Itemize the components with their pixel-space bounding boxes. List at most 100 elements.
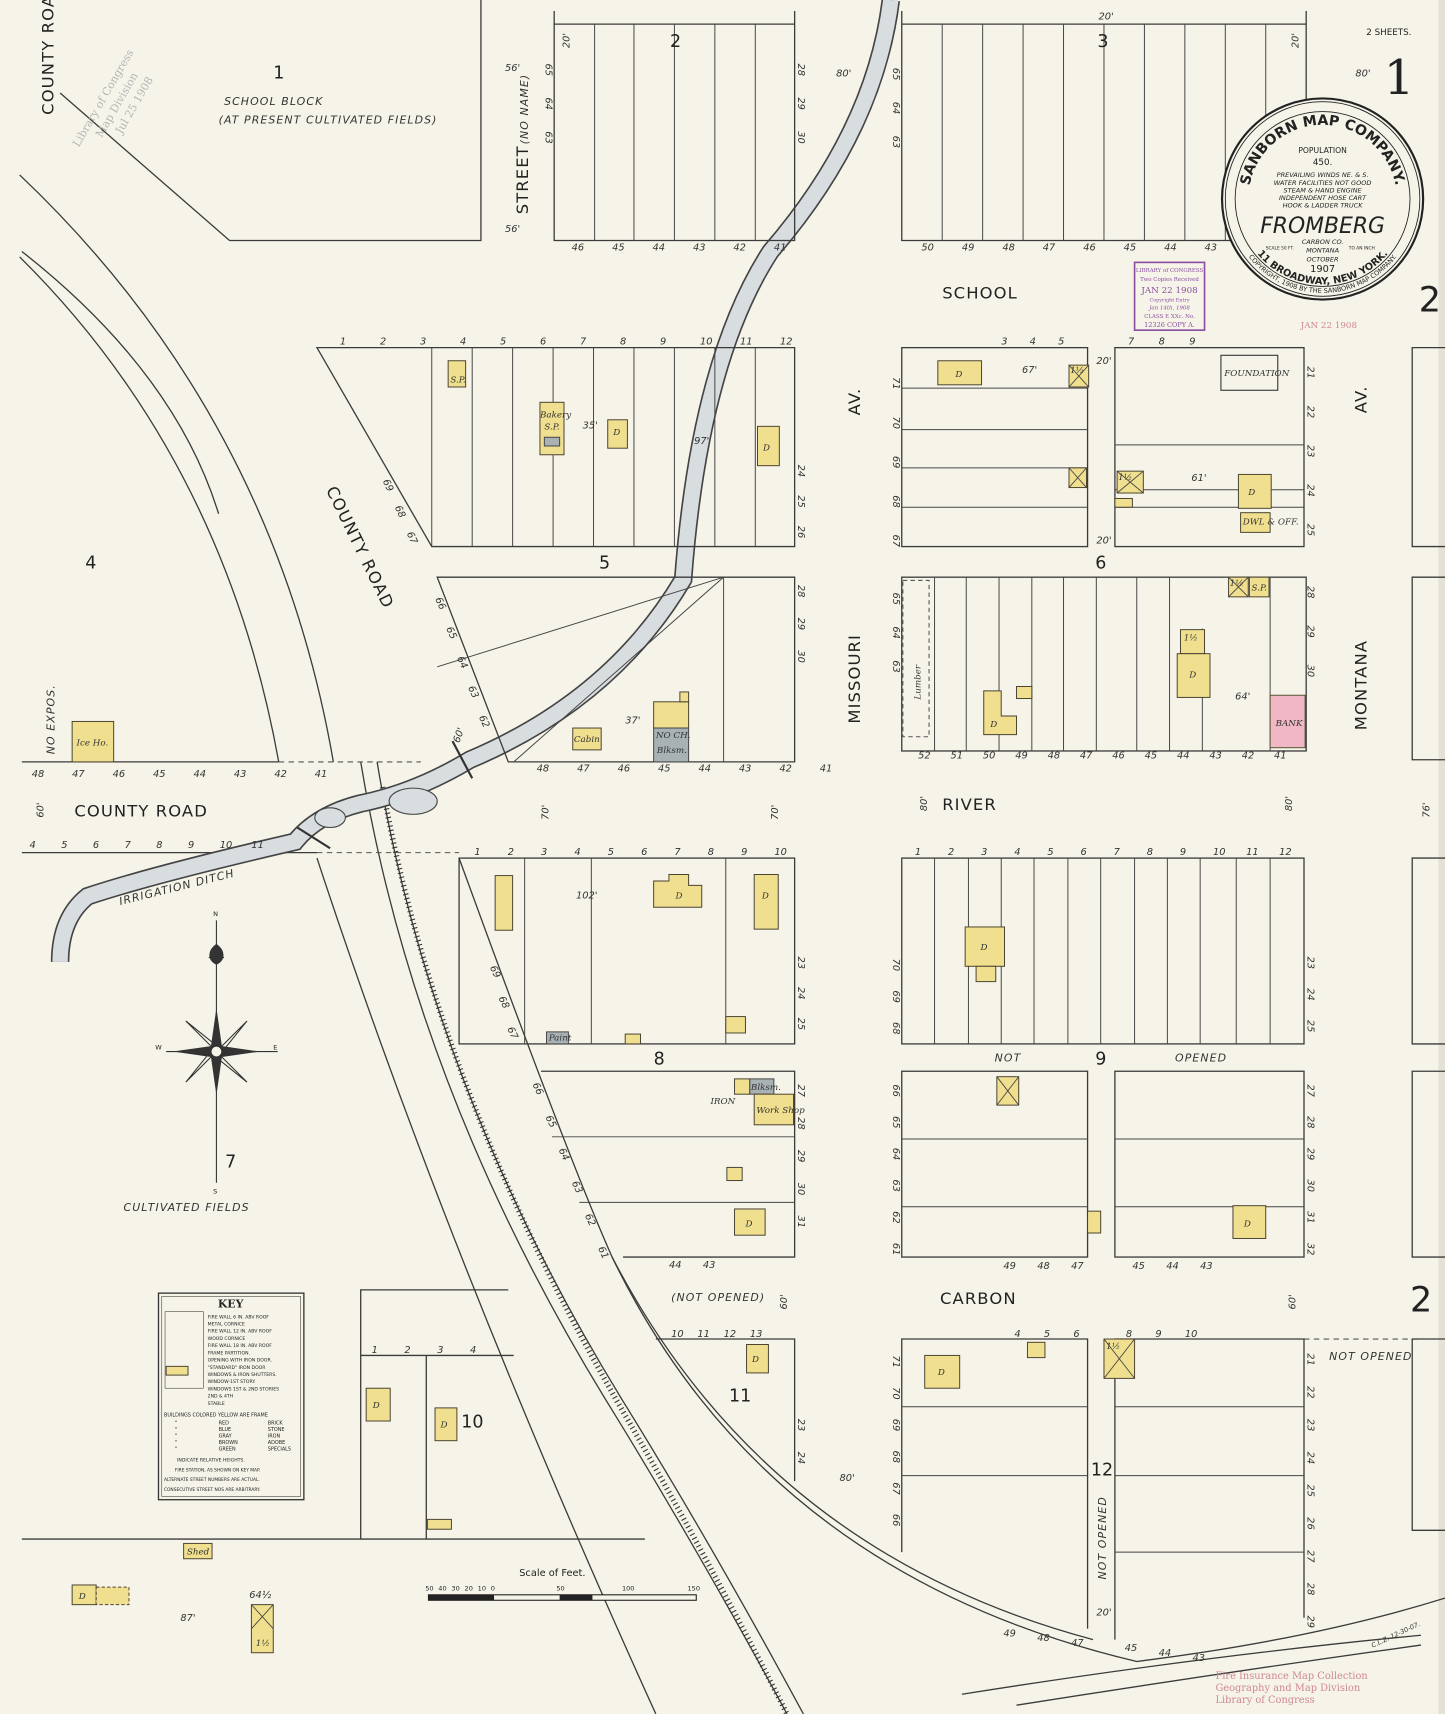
building-dwelling[interactable]: D bbox=[434, 1407, 458, 1442]
lot-number: 46 bbox=[1112, 751, 1125, 762]
lot-number: 69 bbox=[380, 478, 395, 494]
svg-text:Cabin: Cabin bbox=[574, 735, 600, 745]
building-dwelling[interactable]: D bbox=[756, 425, 780, 467]
building-x[interactable]: 1½ bbox=[250, 1604, 274, 1654]
building-foundation[interactable]: FOUNDATION bbox=[1220, 354, 1290, 391]
building-dwelling[interactable]: D bbox=[937, 360, 983, 386]
not-opened-label: (NOT OPENED) bbox=[671, 1291, 765, 1304]
lot-number: 4 bbox=[1014, 1329, 1020, 1340]
building-shed[interactable]: Shed bbox=[183, 1542, 213, 1560]
block-number: 2 bbox=[670, 32, 681, 52]
building-dwelling[interactable]: D bbox=[746, 1344, 769, 1374]
building-shed[interactable] bbox=[1087, 1210, 1102, 1234]
lot-number: 48 bbox=[1002, 242, 1015, 253]
lot-number: 32 bbox=[1304, 1243, 1315, 1256]
building-shed[interactable] bbox=[726, 1166, 743, 1182]
block-number: 8 bbox=[654, 1050, 665, 1070]
lot-number: 11 bbox=[251, 840, 264, 851]
building-dwelling[interactable]: D bbox=[983, 685, 1033, 736]
building-dwelling[interactable]: D bbox=[1232, 1205, 1267, 1239]
svg-text:Two Copies Received: Two Copies Received bbox=[1140, 277, 1199, 283]
building-x[interactable]: 1½ bbox=[1103, 1338, 1136, 1379]
svg-text:MONTANA: MONTANA bbox=[1306, 247, 1339, 255]
svg-text:D: D bbox=[1188, 671, 1196, 681]
building-x[interactable]: 1½ bbox=[1068, 364, 1090, 388]
building-blacksmith[interactable]: NO CH.Blksm. bbox=[653, 691, 691, 763]
lot-number: 43 bbox=[739, 764, 752, 775]
lot-number: 41 bbox=[1274, 751, 1287, 762]
adjoining-sheet-ref[interactable]: 2 bbox=[1419, 281, 1441, 321]
lot-number: 62 bbox=[476, 714, 491, 730]
svg-text:OCTOBER: OCTOBER bbox=[1307, 255, 1339, 263]
lot-number: 28 bbox=[795, 63, 806, 76]
key-line: FIRE WALL 6 IN. ABV ROOF bbox=[208, 1314, 270, 1320]
building-dwelling[interactable]: D bbox=[365, 1387, 391, 1422]
svg-text:D: D bbox=[762, 443, 770, 453]
building-dwelling[interactable]: D bbox=[71, 1584, 130, 1606]
lot-number: 3 bbox=[420, 336, 426, 347]
building-shed[interactable] bbox=[1026, 1341, 1046, 1359]
building-bank[interactable]: BANK bbox=[1269, 694, 1306, 749]
svg-text:64': 64' bbox=[1235, 692, 1250, 703]
lot-number: 30 bbox=[1304, 1179, 1315, 1192]
building-dwelling-office[interactable]: DWL & OFF. bbox=[1240, 512, 1299, 533]
building-dwelling[interactable] bbox=[494, 875, 514, 931]
lot-number: 64 bbox=[542, 97, 553, 110]
lot-number: 41 bbox=[820, 764, 833, 775]
lot-number: 7 bbox=[580, 336, 587, 347]
building-x[interactable] bbox=[1068, 467, 1087, 489]
block-note: CULTIVATED FIELDS bbox=[124, 1201, 250, 1214]
lot-number: 10 bbox=[1213, 847, 1226, 858]
lot-number: 24 bbox=[1304, 1452, 1315, 1465]
lot-number: 9 bbox=[741, 847, 747, 858]
building-ice-house[interactable]: Ice Ho. bbox=[71, 720, 115, 763]
building-work-shop[interactable]: Work Shop bbox=[753, 1093, 805, 1126]
building-dwelling[interactable]: D bbox=[653, 873, 703, 908]
building-shed[interactable] bbox=[725, 1016, 746, 1034]
svg-text:61': 61' bbox=[1191, 473, 1206, 484]
lot-number: 61 bbox=[890, 1243, 901, 1256]
key-line: WINDOW-1ST STORY. bbox=[208, 1379, 256, 1385]
sheets-note: 2 SHEETS. bbox=[1366, 28, 1411, 38]
lot-number: 30 bbox=[1304, 665, 1315, 678]
not-opened-label: OPENED bbox=[1175, 1051, 1227, 1064]
building-x[interactable] bbox=[996, 1076, 1020, 1106]
svg-text:37': 37' bbox=[625, 716, 640, 727]
key-color-entry: RED bbox=[219, 1420, 230, 1426]
building-dwelling[interactable]: D bbox=[924, 1354, 961, 1389]
building-shed[interactable] bbox=[624, 1033, 642, 1045]
stories-label: 1½ bbox=[1070, 365, 1084, 376]
building-dwelling[interactable]: D bbox=[753, 873, 779, 930]
svg-text:Library of Congress: Library of Congress bbox=[1215, 1695, 1314, 1706]
building-x[interactable]: 1½ bbox=[1114, 470, 1144, 508]
building-dwelling[interactable]: D bbox=[1237, 473, 1272, 509]
lot-number: 47 bbox=[1080, 751, 1093, 762]
svg-text:E: E bbox=[273, 1043, 277, 1051]
building-blacksmith[interactable]: Blksm.IRON bbox=[709, 1078, 781, 1107]
svg-text:D: D bbox=[372, 1401, 380, 1411]
building-cabin[interactable]: Cabin bbox=[572, 727, 602, 751]
building-paint[interactable]: Paint bbox=[546, 1031, 572, 1045]
lot-number: 68 bbox=[890, 1022, 901, 1035]
county-road-lines bbox=[19, 0, 1445, 1714]
building-dwelling[interactable]: D bbox=[964, 926, 1005, 983]
lot-number: 46 bbox=[572, 242, 585, 253]
lot-number: 7 bbox=[125, 840, 132, 851]
building-dwelling[interactable]: D bbox=[734, 1208, 766, 1236]
block-6 bbox=[901, 576, 1307, 752]
svg-text:CARBON CO.: CARBON CO. bbox=[1302, 238, 1344, 246]
lot-number: 68 bbox=[890, 495, 901, 508]
building-shed[interactable] bbox=[426, 1518, 452, 1530]
lot-number: 47 bbox=[1071, 1261, 1084, 1272]
svg-text:BUILDINGS COLORED YELLOW ARE F: BUILDINGS COLORED YELLOW ARE FRAME bbox=[164, 1413, 268, 1419]
svg-text:Bakery: Bakery bbox=[539, 411, 572, 421]
building-dwelling[interactable]: 1½D bbox=[1176, 629, 1211, 698]
building-dwelling[interactable]: S.P. bbox=[447, 360, 467, 388]
lot-number: 48 bbox=[1037, 1261, 1050, 1272]
svg-text:D: D bbox=[674, 892, 682, 902]
building-dwelling[interactable]: D bbox=[607, 419, 628, 449]
adjoining-sheet-ref[interactable]: 2 bbox=[1410, 1281, 1432, 1321]
block-number: 6 bbox=[1095, 553, 1106, 573]
